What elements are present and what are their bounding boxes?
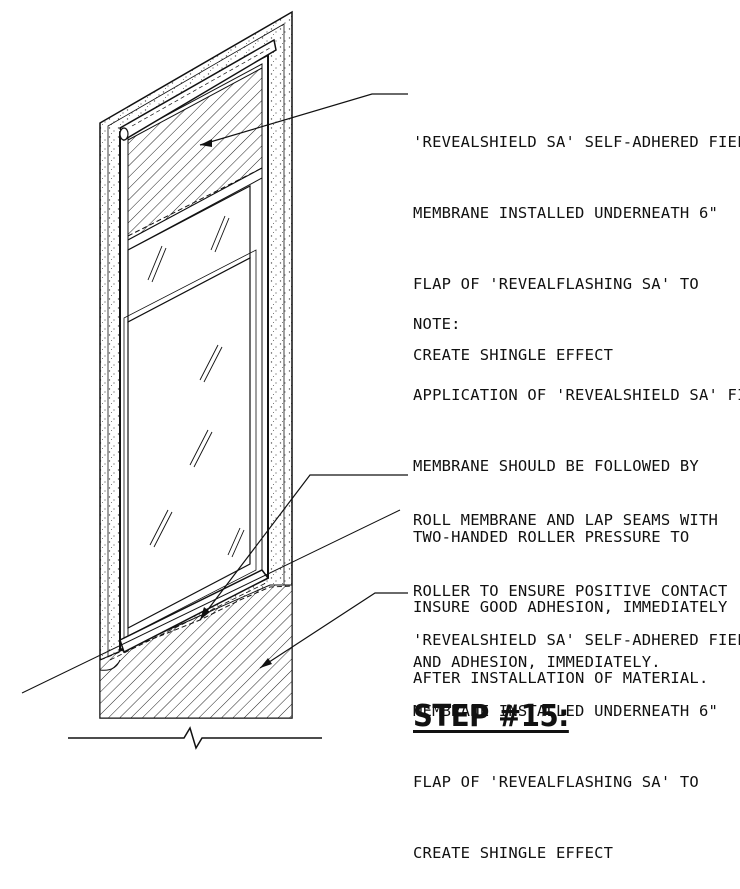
note-line: APPLICATION OF 'REVEALSHIELD SA' FIELD: [413, 385, 740, 404]
leader-top: [199, 93, 408, 147]
callout-roll-line: ROLL MEMBRANE AND LAP SEAMS WITH: [413, 511, 719, 530]
step-title: STEP #15:: [413, 699, 569, 734]
note-line: TWO-HANDED ROLLER PRESSURE TO: [413, 527, 690, 546]
callout-roll: ROLL MEMBRANE AND LAP SEAMS WITH ROLLER …: [413, 462, 728, 698]
callout-bottom-line: CREATE SHINGLE EFFECT: [413, 843, 614, 862]
head-flashing-roll: [119, 38, 277, 142]
window-installation-diagram: [21, 10, 408, 750]
callout-roll-line: AND ADHESION, IMMEDIATELY.: [413, 652, 661, 671]
break-line: [68, 726, 322, 750]
field-membrane-bottom: [99, 584, 293, 719]
sill-flashing: [109, 569, 270, 661]
leader-bottom: [259, 592, 408, 669]
note-block: NOTE: APPLICATION OF 'REVEALSHIELD SA' F…: [413, 266, 740, 714]
callout-top: 'REVEALSHIELD SA' SELF-ADHERED FIELD MEM…: [413, 84, 740, 391]
note-line: INSURE GOOD ADHESION, IMMEDIATELY: [413, 598, 728, 617]
membrane-edge-line: [21, 509, 401, 694]
note-line: MEMBRANE SHOULD BE FOLLOWED BY: [413, 456, 699, 475]
callout-roll-line: ROLLER TO ENSURE POSITIVE CONTACT: [413, 581, 728, 600]
main-glass: [123, 249, 257, 639]
note-line: AFTER INSTALLATION OF MATERIAL.: [413, 669, 709, 688]
callout-bottom: 'REVEALSHIELD SA' SELF-ADHERED FIELD MEM…: [413, 582, 740, 889]
callout-top-line: FLAP OF 'REVEALFLASHING SA' TO: [413, 274, 699, 293]
callout-top-line: MEMBRANE INSTALLED UNDERNEATH 6": [413, 203, 719, 222]
callout-top-line: 'REVEALSHIELD SA' SELF-ADHERED FIELD: [413, 133, 740, 152]
note-heading: NOTE:: [413, 315, 461, 334]
leader-roll: [199, 474, 408, 621]
callout-bottom-line: FLAP OF 'REVEALFLASHING SA' TO: [413, 772, 699, 791]
callout-bottom-line: 'REVEALSHIELD SA' SELF-ADHERED FIELD: [413, 631, 740, 650]
callout-top-line: CREATE SHINGLE EFFECT: [413, 345, 614, 364]
transom-glass: [127, 167, 263, 323]
callout-bottom-line: MEMBRANE INSTALLED UNDERNEATH 6": [413, 701, 719, 720]
